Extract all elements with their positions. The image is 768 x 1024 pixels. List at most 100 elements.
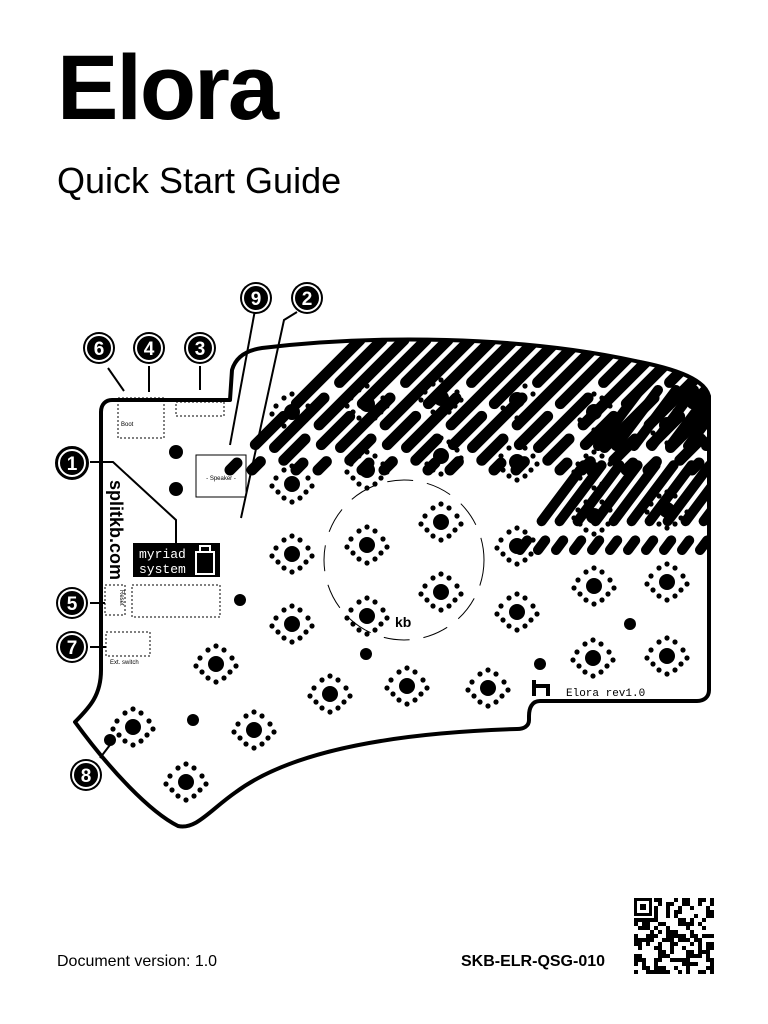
callout-9: 9 (240, 282, 272, 314)
switch-footprint (307, 673, 353, 715)
stripe (605, 385, 709, 555)
revision-label: Elora rev1.0 (566, 688, 645, 700)
switch-footprint (418, 501, 464, 543)
via (624, 618, 636, 630)
switch-footprint (110, 706, 156, 748)
switch-footprint (384, 665, 430, 707)
callout-3: 3 (184, 332, 216, 364)
callout-9-number: 9 (251, 289, 262, 310)
callout-2: 2 (291, 282, 323, 314)
switch-footprint (231, 709, 277, 751)
switch-footprint (644, 489, 690, 531)
stripe (510, 339, 652, 476)
switch-footprints (104, 377, 690, 803)
stripe (623, 385, 709, 555)
speaker-outline (195, 454, 247, 498)
stripe (378, 339, 520, 476)
connector-outline (175, 401, 225, 417)
switch-footprint (163, 761, 209, 803)
callout-3-number: 3 (195, 339, 206, 360)
stripe (488, 339, 630, 476)
qr-code-icon (634, 898, 714, 974)
callout-8-number: 8 (81, 766, 92, 787)
switch-footprint (494, 525, 540, 567)
stripe (466, 339, 608, 476)
stripe (641, 385, 709, 555)
stripe (246, 339, 388, 476)
via (234, 594, 246, 606)
reset-button-outline (104, 584, 221, 618)
splitkb-url: splitkb.com (106, 480, 126, 580)
stripe (677, 385, 709, 555)
stripe (515, 385, 645, 555)
stripe (312, 339, 454, 476)
via (534, 658, 546, 670)
callout-7-number: 7 (67, 638, 78, 659)
logo-line-1: myriad (139, 547, 186, 562)
switch-footprint (644, 404, 690, 446)
via (360, 648, 372, 660)
document-version: Document version: 1.0 (57, 953, 218, 970)
callout-1-number: 1 (67, 454, 78, 475)
switch-footprint (418, 377, 464, 419)
switch-footprint (193, 643, 239, 685)
callout-5-number: 5 (67, 594, 78, 615)
switch-footprint (571, 449, 617, 491)
switch-footprint (418, 435, 464, 477)
reset-label: Reset (118, 590, 124, 606)
stripe (758, 340, 768, 470)
switch-footprint (344, 524, 390, 566)
switch-footprint (269, 533, 315, 575)
stripe (551, 385, 681, 555)
switch-footprint (494, 591, 540, 633)
switch-footprint (465, 667, 511, 709)
stripe (334, 339, 476, 476)
document-title: Elora (57, 37, 279, 139)
stripe (422, 339, 564, 476)
mounting-hole (169, 445, 183, 459)
stripe (708, 339, 709, 476)
switch-footprint (644, 561, 690, 603)
callout-6: 6 (83, 332, 115, 364)
callout-4: 4 (133, 332, 165, 364)
callout-8: 8 (70, 759, 102, 791)
switch-footprint (269, 603, 315, 645)
encoder-outline (323, 479, 485, 641)
document-code: SKB-ELR-QSG-010 (461, 953, 606, 970)
splitkb-mark-icon (532, 680, 550, 696)
callout-1: 1 (55, 446, 89, 480)
myriad-system-logo: myriad system (133, 543, 220, 577)
switch-footprint (571, 495, 617, 537)
callout-7: 7 (56, 631, 88, 663)
callout-6-number: 6 (94, 339, 105, 360)
ext-switch-label: Ext. switch (110, 660, 139, 666)
stripe (400, 339, 542, 476)
callout-4-number: 4 (144, 339, 155, 360)
document-subtitle: Quick Start Guide (57, 160, 342, 201)
ext-switch-outline (105, 631, 151, 657)
stripe (659, 385, 709, 555)
switch-footprint (571, 565, 617, 607)
speaker-label: - Speaker - (206, 476, 236, 482)
boot-label: Boot (121, 422, 134, 428)
callout-leader-lines (90, 309, 298, 759)
kb-mark: kb (395, 614, 411, 630)
boot-button-outline (117, 397, 165, 439)
switch-footprint (344, 383, 390, 425)
switch-footprint (494, 441, 540, 483)
stripe (736, 340, 768, 470)
keyboard-pcb-illustration: Boot - Speaker - splitkb.com myriad syst… (55, 282, 768, 829)
via (104, 734, 116, 746)
mounting-hole (169, 482, 183, 496)
switch-footprint (418, 571, 464, 613)
callout-5: 5 (56, 587, 88, 619)
stripe (718, 390, 768, 550)
callout-2-number: 2 (302, 289, 313, 310)
via (187, 714, 199, 726)
switch-footprint (269, 391, 315, 433)
switch-footprint (269, 463, 315, 505)
switch-footprint (571, 391, 617, 433)
stripe (268, 339, 410, 476)
stripe (587, 385, 709, 555)
switch-footprint (344, 449, 390, 491)
